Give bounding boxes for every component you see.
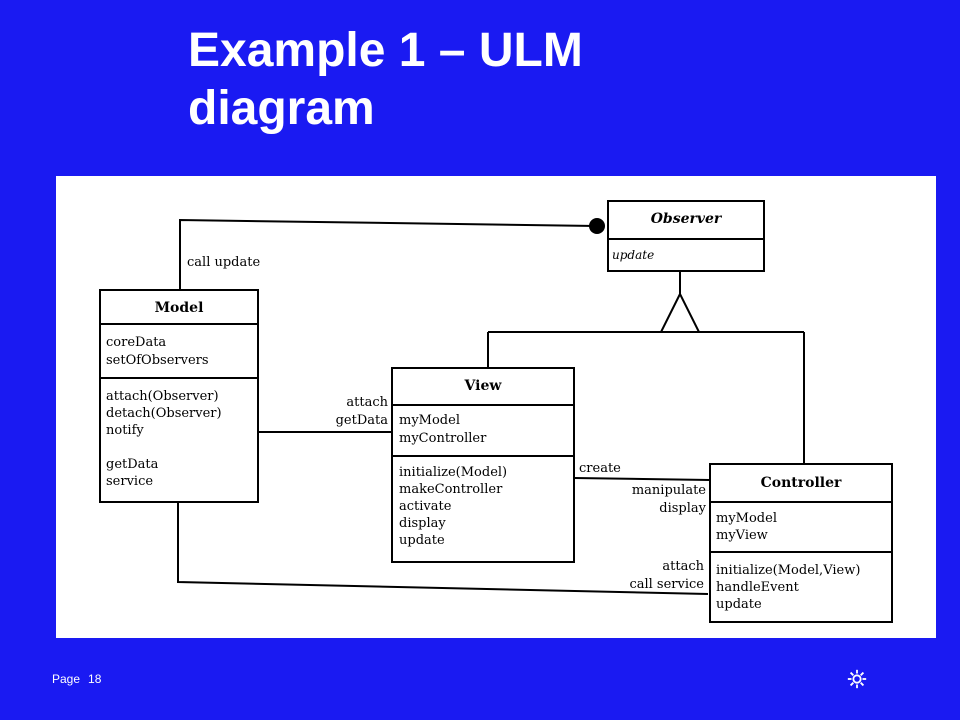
slide-title: Example 1 – ULM diagram [188, 22, 888, 138]
view-box [391, 367, 575, 563]
view-operation: display [399, 516, 446, 531]
label-attach-service: attach [662, 559, 704, 574]
controller-operation: handleEvent [716, 580, 800, 595]
model-attribute: setOfObservers [106, 353, 209, 368]
model-attribute: coreData [106, 335, 166, 350]
label-call-service: call service [629, 577, 704, 592]
title-line-2: diagram [188, 82, 375, 135]
view-operation: activate [399, 499, 452, 514]
controller-box [709, 463, 893, 623]
generalization-arrow [659, 291, 701, 333]
label-call-update: call update [187, 255, 260, 270]
model-name: Model [155, 300, 204, 316]
observer-box [607, 200, 765, 272]
view-name: View [464, 378, 503, 394]
view-controller-line [573, 477, 711, 481]
gear-icon[interactable] [846, 668, 868, 690]
page-label: Page [52, 672, 81, 686]
model-operation: notify [106, 423, 144, 438]
class-observer: Observer update [607, 200, 765, 272]
controller-operation: update [716, 597, 762, 612]
label-create: create [579, 461, 621, 476]
controller-operation: initialize(Model,View) [716, 563, 860, 578]
model-observer-line [179, 218, 597, 290]
title-line-1: Example 1 – ULM [188, 24, 583, 77]
uml-diagram: Observer update Model coreData setOfObse… [99, 200, 893, 623]
association-dot [589, 218, 605, 234]
page-number: 18 [88, 672, 102, 686]
class-model: Model coreData setOfObservers attach(Obs… [99, 289, 259, 503]
label-attach: attach [346, 395, 388, 410]
observer-name: Observer [651, 211, 723, 227]
model-operation: getData [106, 457, 159, 472]
observer-operation: update [612, 248, 654, 262]
model-box [99, 289, 259, 503]
uml-diagram-panel: Observer update Model coreData setOfObse… [56, 176, 936, 638]
model-controller-line [177, 502, 709, 595]
controller-attribute: myView [716, 528, 768, 543]
view-operation: initialize(Model) [399, 465, 507, 480]
model-operation: detach(Observer) [106, 406, 222, 421]
model-operation: attach(Observer) [106, 389, 219, 404]
label-get-data: getData [336, 413, 389, 428]
page-indicator: Page 18 [52, 672, 109, 686]
controller-name: Controller [761, 475, 842, 491]
view-attribute: myController [399, 431, 487, 446]
class-controller: Controller myModel myView initialize(Mod… [709, 463, 893, 623]
model-operation: service [106, 474, 153, 489]
label-display: display [659, 501, 706, 516]
view-operation: update [399, 533, 445, 548]
class-view: View myModel myController initialize(Mod… [391, 367, 575, 563]
connectors [177, 218, 805, 595]
controller-attribute: myModel [716, 511, 777, 526]
label-manipulate: manipulate [632, 483, 706, 498]
view-operation: makeController [399, 482, 503, 497]
view-attribute: myModel [399, 413, 460, 428]
